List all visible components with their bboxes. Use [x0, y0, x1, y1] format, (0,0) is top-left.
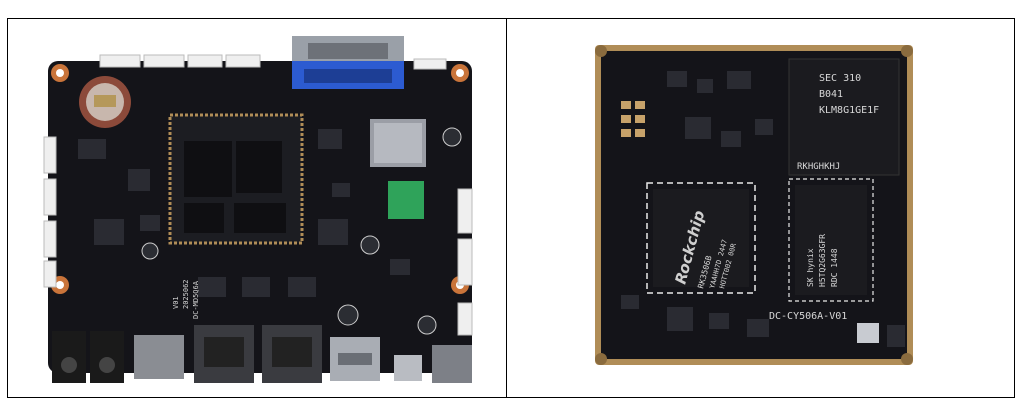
left-connectors: [43, 136, 57, 288]
carrier-board-illustration: V01 2025062 DC-MD5Q6A: [43, 36, 473, 383]
figure-divider: [506, 18, 507, 398]
board-text-2: DC-MD5Q6A: [192, 280, 200, 319]
carrier-board-photo: V01 2025062 DC-MD5Q6A: [8, 19, 506, 397]
small-chips: [78, 129, 410, 297]
top-connectors: [99, 54, 447, 70]
ram-chip: SK hynix H5TQ2G63GFR RDC 1448: [788, 178, 874, 302]
wifi-module: [370, 119, 426, 167]
sd-card-slot: [134, 335, 184, 379]
soc-chip: Rockchip RK3506B YAAHH7D 2447 HOTT002 00…: [646, 182, 756, 294]
ram-line-0: H5TQ2G63GFR: [818, 234, 827, 287]
module-small-components: [621, 71, 905, 347]
ram-line-1: RDC 1448: [830, 248, 839, 287]
core-module-illustration: SEC 310 B041 KLM8G1GE1F RKHGHKHJ Rockchi…: [595, 45, 913, 365]
flash-bottom: RKHGHKHJ: [797, 162, 840, 172]
carrier-board-text: V01 2025062 DC-MD5Q6A: [172, 279, 200, 319]
module-board-label: DC-CY506A-V01: [769, 311, 847, 322]
capacitors: [141, 127, 462, 335]
coin-battery: [79, 76, 131, 128]
vga-connector: [292, 36, 404, 89]
board-text-0: V01: [172, 296, 180, 309]
flash-line-1: B041: [819, 89, 843, 100]
dc-jack: [432, 345, 472, 383]
crystal: [857, 323, 879, 343]
core-module-photo: SEC 310 B041 KLM8G1GE1F RKHGHKHJ Rockchi…: [507, 19, 1014, 397]
ram-brand: SK hynix: [806, 248, 815, 287]
gold-pads: [621, 101, 645, 137]
green-module: [388, 181, 424, 219]
flash-line-2: KLM8G1GE1F: [819, 105, 879, 116]
board-text-1: 2025062: [182, 279, 190, 309]
core-module-outline: [168, 113, 304, 245]
flash-line-0: SEC 310: [819, 73, 861, 84]
right-connectors: [457, 188, 473, 336]
bottom-io: [52, 325, 472, 383]
usb-c-port: [394, 355, 422, 381]
corner-pads: [595, 45, 913, 365]
flash-chip: SEC 310 B041 KLM8G1GE1F RKHGHKHJ: [788, 58, 900, 176]
